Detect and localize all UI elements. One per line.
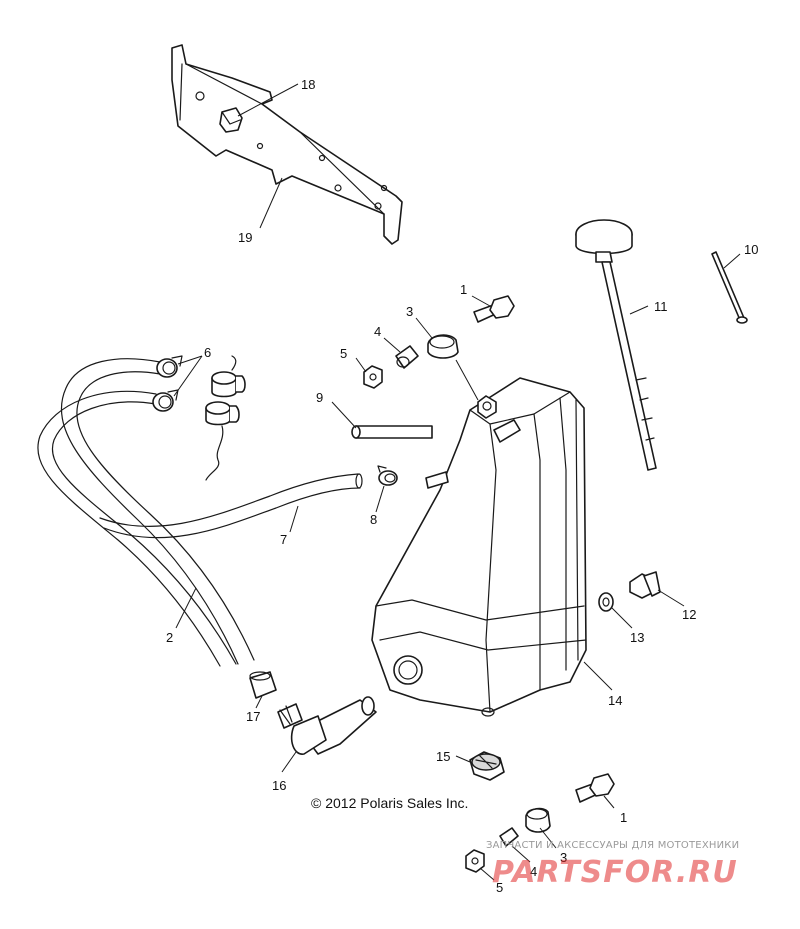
callout-9: 9 bbox=[316, 390, 323, 405]
callout-1-top: 1 bbox=[460, 282, 467, 297]
callout-18: 18 bbox=[301, 77, 315, 92]
vent-tube bbox=[351, 425, 433, 439]
watermark-tagline: ЗАПЧАСТИ И АКСЕССУАРЫ ДЛЯ МОТОТЕХНИКИ bbox=[486, 840, 739, 851]
leader-lines bbox=[173, 83, 741, 881]
callout-15: 15 bbox=[436, 749, 450, 764]
watermark: ЗАПЧАСТИ И АКСЕССУАРЫ ДЛЯ МОТОТЕХНИКИ PA… bbox=[486, 840, 739, 890]
watermark-logo: PARTSFOR.RU bbox=[492, 855, 738, 890]
mounting-bracket bbox=[171, 44, 403, 245]
small-clamp bbox=[377, 465, 398, 486]
bracket-bolt bbox=[219, 107, 243, 133]
callout-1-bottom: 1 bbox=[620, 810, 627, 825]
copyright-notice: © 2012 Polaris Sales Inc. bbox=[311, 795, 468, 811]
hose-fittings bbox=[205, 355, 246, 481]
callout-4-top: 4 bbox=[374, 324, 381, 339]
callout-3-top: 3 bbox=[406, 304, 413, 319]
retaining-pin bbox=[711, 251, 748, 324]
callout-5-top: 5 bbox=[340, 346, 347, 361]
grommet-nut bbox=[469, 751, 505, 781]
fastener-set-top bbox=[363, 295, 515, 389]
hose bbox=[99, 473, 363, 539]
callout-19: 19 bbox=[238, 230, 252, 245]
elbow-fitting bbox=[277, 696, 377, 755]
callout-13: 13 bbox=[630, 630, 644, 645]
sealing-washer bbox=[598, 592, 614, 612]
callout-12: 12 bbox=[682, 607, 696, 622]
hose-ferrule bbox=[249, 671, 277, 699]
fastener-set-bottom bbox=[465, 773, 615, 873]
callout-14: 14 bbox=[608, 693, 622, 708]
callout-5-bottom: 5 bbox=[496, 880, 503, 895]
callout-4-bottom: 4 bbox=[530, 864, 537, 879]
callout-16: 16 bbox=[272, 778, 286, 793]
oil-reservoir-tank bbox=[371, 377, 587, 717]
callout-7: 7 bbox=[280, 532, 287, 547]
callout-labels: 18 19 1 3 4 5 6 9 8 7 2 10 11 12 13 14 1… bbox=[166, 77, 758, 895]
callout-8: 8 bbox=[370, 512, 377, 527]
hose-clamps bbox=[152, 355, 183, 412]
callout-10: 10 bbox=[744, 242, 758, 257]
drain-plug bbox=[629, 571, 661, 599]
callout-3-bottom: 3 bbox=[560, 850, 567, 865]
breather-hose-long bbox=[37, 358, 255, 667]
callout-2: 2 bbox=[166, 630, 173, 645]
dipstick bbox=[575, 219, 657, 471]
callout-17: 17 bbox=[246, 709, 260, 724]
callout-11: 11 bbox=[654, 299, 668, 314]
callout-6: 6 bbox=[204, 345, 211, 360]
